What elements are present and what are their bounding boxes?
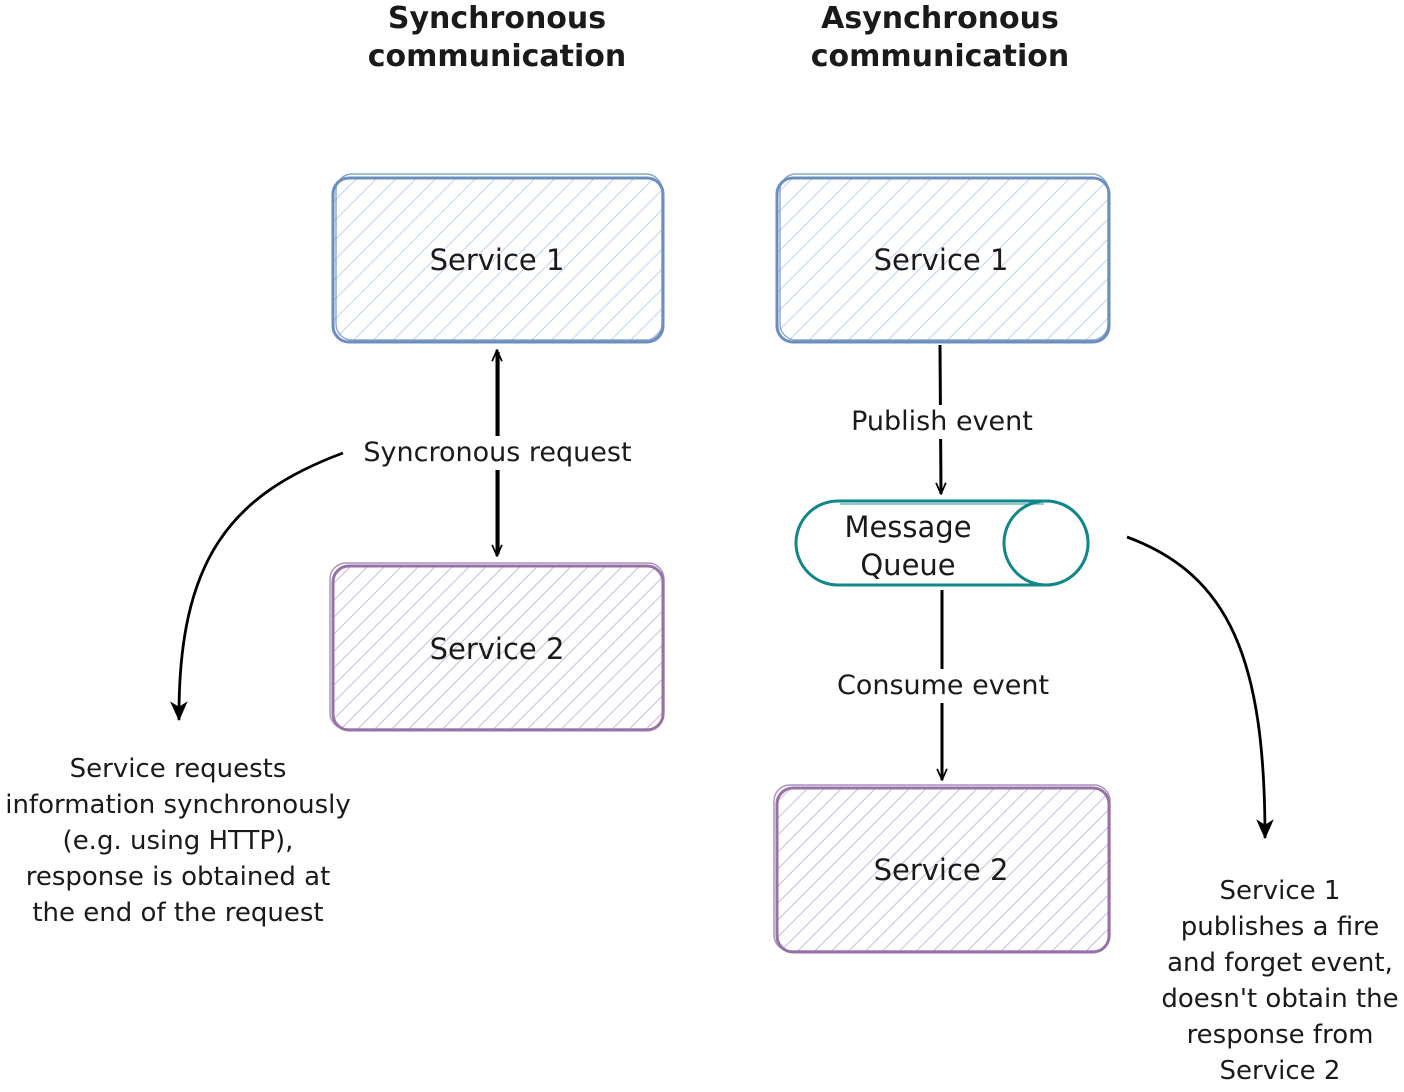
async-note: Service 1 publishes a fire and forget ev… xyxy=(1161,876,1399,1086)
sync-service-1-label: Service 1 xyxy=(429,243,565,277)
sync-service-1-box xyxy=(331,176,665,344)
async-note-arrow xyxy=(1126,535,1274,840)
async-title: Asynchronous communication xyxy=(810,1,1070,74)
sync-title: Synchronous communication xyxy=(367,1,627,74)
sync-note-arrow xyxy=(170,451,344,722)
sync-service-2-box xyxy=(331,564,665,732)
async-service-2-box xyxy=(775,786,1111,954)
message-queue-shape xyxy=(794,499,1090,587)
sync-note: Service requests information synchronous… xyxy=(5,754,351,928)
message-queue-label: Message Queue xyxy=(844,510,972,582)
sync-service-2-label: Service 2 xyxy=(429,632,565,666)
async-service-1-box xyxy=(775,176,1111,344)
async-service-1-label: Service 1 xyxy=(873,243,1009,277)
publish-event-label: Publish event xyxy=(840,405,1044,439)
sync-request-label: Syncronous request xyxy=(355,436,640,470)
consume-event-label: Consume event xyxy=(828,669,1058,703)
async-service-2-label: Service 2 xyxy=(873,853,1009,887)
